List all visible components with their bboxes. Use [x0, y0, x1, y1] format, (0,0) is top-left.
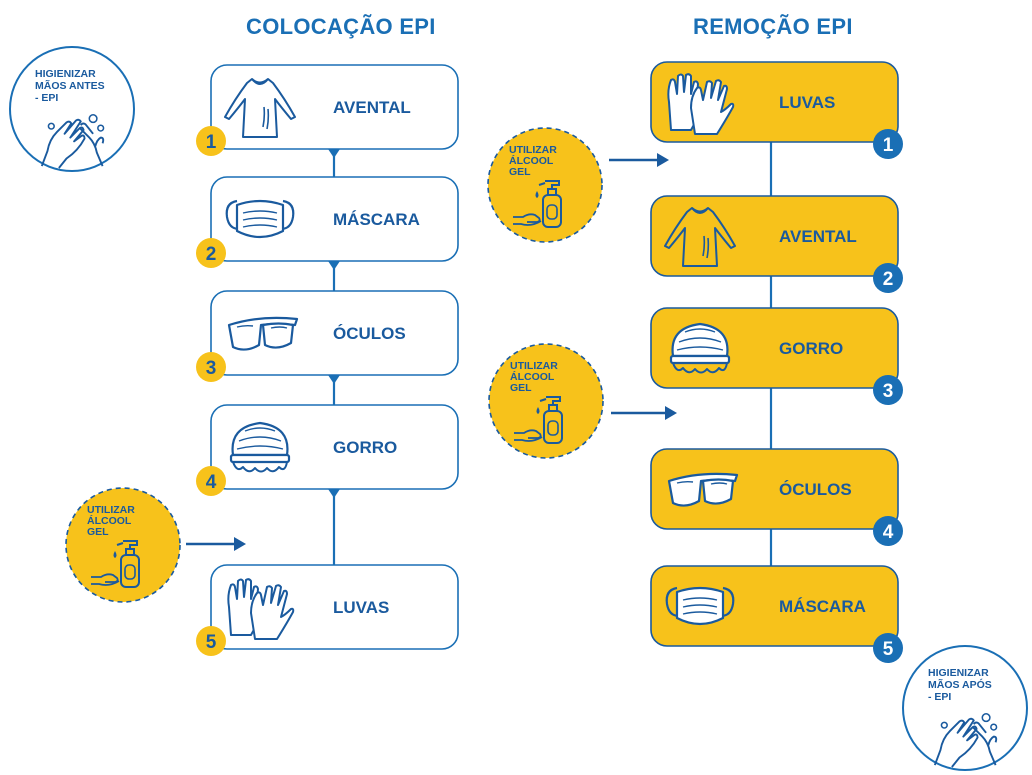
badge-text-line: ÁLCOOL — [87, 514, 132, 527]
gloves-icon — [667, 73, 735, 135]
step-number-circle — [873, 129, 903, 159]
sanitizer-icon — [514, 396, 563, 444]
mask-icon — [665, 586, 735, 626]
badge-text-line: MÃOS ANTES — [35, 79, 105, 92]
goggles-icon — [227, 316, 299, 351]
step-number-circle — [196, 238, 226, 268]
step-box — [210, 176, 459, 262]
connector-arrowhead — [328, 149, 340, 158]
step-label: GORRO — [333, 438, 397, 457]
badge-circle — [488, 343, 604, 459]
badge-text-line: UTILIZAR — [509, 144, 557, 156]
step-number: 5 — [206, 632, 217, 653]
step-number-circle — [873, 633, 903, 663]
badge-text-line: UTILIZAR — [510, 360, 558, 372]
gown-icon — [664, 207, 736, 267]
step-box — [650, 565, 899, 647]
step-left-1: AVENTAL 1 — [196, 64, 459, 156]
remocao-title: REMOÇÃO EPI — [693, 14, 853, 39]
gel-arrow — [611, 406, 677, 420]
goggles-icon — [667, 472, 739, 507]
step-number: 4 — [206, 472, 217, 493]
step-label: GORRO — [779, 339, 843, 358]
step-label: MÁSCARA — [333, 210, 420, 229]
step-number: 1 — [883, 135, 894, 156]
gel-arrow — [609, 153, 669, 167]
badge-text-line: GEL — [509, 166, 531, 178]
badge-circle — [487, 127, 603, 243]
step-number: 5 — [883, 639, 894, 660]
step-label: ÓCULOS — [333, 324, 406, 343]
badge-text-line: HIGIENIZAR — [35, 68, 96, 80]
step-label: ÓCULOS — [779, 480, 852, 499]
badge-text-line: - EPI — [928, 691, 951, 703]
step-number-circle — [196, 626, 226, 656]
connector-arrowhead — [328, 375, 340, 384]
cap-icon — [669, 322, 731, 374]
step-number-circle — [873, 375, 903, 405]
step-number-circle — [873, 263, 903, 293]
step-label: MÁSCARA — [779, 597, 866, 616]
handwash-icon — [933, 713, 998, 768]
step-number: 4 — [883, 522, 894, 543]
step-number: 1 — [206, 132, 217, 153]
handwash-icon — [40, 114, 105, 169]
badge-text-line: ÁLCOOL — [510, 370, 555, 383]
step-number: 3 — [206, 358, 217, 379]
step-label: AVENTAL — [779, 227, 857, 246]
badge-circle — [9, 46, 135, 172]
step-right-5: MÁSCARA 5 — [650, 565, 903, 663]
sanitizer-icon — [91, 540, 140, 588]
badge-text-line: UTILIZAR — [87, 504, 135, 516]
mask-icon — [225, 199, 295, 239]
step-label: AVENTAL — [333, 98, 411, 117]
step-box — [650, 448, 899, 530]
gown-icon — [224, 78, 296, 138]
step-label: LUVAS — [333, 598, 389, 617]
step-number: 2 — [206, 244, 217, 265]
gel-arrow — [186, 537, 246, 551]
badge-text-line: ÁLCOOL — [509, 154, 554, 167]
sanitizer-icon — [513, 180, 562, 228]
step-number-circle — [196, 466, 226, 496]
connector-arrowhead — [328, 261, 340, 270]
step-right-4: ÓCULOS 4 — [650, 448, 903, 546]
step-left-2: MÁSCARA 2 — [196, 176, 459, 268]
step-number-circle — [196, 126, 226, 156]
step-number-circle — [873, 516, 903, 546]
badge-circle — [902, 645, 1028, 771]
gloves-icon — [227, 578, 295, 640]
badge-text-line: MÃOS APÓS — [928, 678, 992, 691]
step-box — [210, 64, 459, 150]
badge-text-line: GEL — [510, 382, 532, 394]
colocacao-title: COLOCAÇÃO EPI — [246, 14, 436, 39]
badge-text-line: GEL — [87, 526, 109, 538]
step-number-circle — [196, 352, 226, 382]
step-box — [650, 195, 899, 277]
badge-text-line: - EPI — [35, 92, 58, 104]
badge-circle — [65, 487, 181, 603]
step-left-3: ÓCULOS 3 — [196, 290, 459, 382]
badge-text-line: HIGIENIZAR — [928, 667, 989, 679]
cap-icon — [229, 421, 291, 473]
step-right-2: AVENTAL 2 — [650, 195, 903, 293]
step-box — [210, 290, 459, 376]
connector-arrowhead — [328, 489, 340, 498]
step-number: 2 — [883, 269, 894, 290]
step-label: LUVAS — [779, 93, 835, 112]
step-number: 3 — [883, 381, 894, 402]
